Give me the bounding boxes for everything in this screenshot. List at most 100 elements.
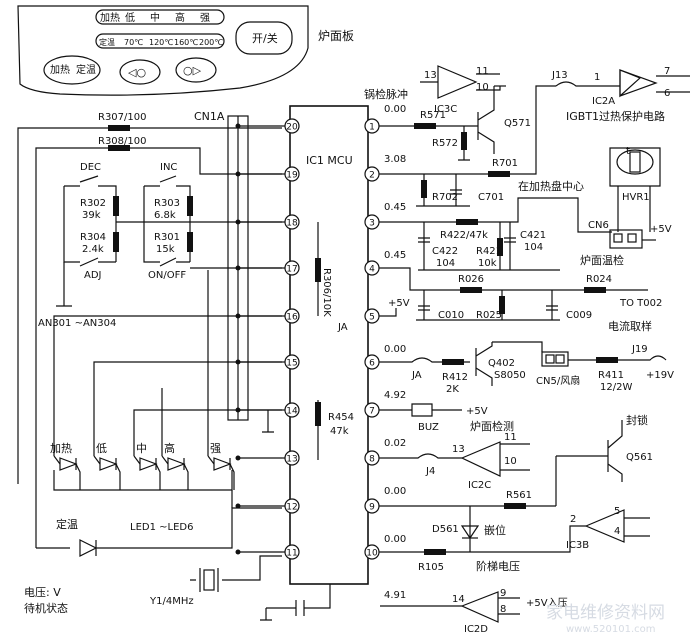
inc-label: INC	[160, 162, 177, 173]
panel-indicator-4: 强	[200, 12, 210, 24]
watermark-url: www.520101.com	[566, 624, 656, 635]
center-label: 在加热盘中心	[518, 179, 584, 193]
clamp-label: 嵌位	[484, 523, 506, 537]
r306-label: R306/10K	[321, 268, 332, 317]
crystal-label: Y1/4MHz	[149, 596, 194, 607]
mcu-pin-label-4: 4	[369, 265, 375, 275]
mcu-label: IC1 MCU	[306, 154, 353, 167]
pin10-voltage: 0.00	[384, 534, 406, 545]
pin11-voltage: 4.91	[384, 590, 406, 601]
r702-label: R702	[432, 192, 458, 203]
leds-label: LED1 ~LED6	[130, 522, 193, 533]
panel-temp-4: 200℃	[199, 38, 223, 47]
panel-right-arrow-button[interactable]	[175, 57, 217, 83]
r307-label: R307/100	[98, 112, 147, 123]
panel-indicator-0: 加热	[100, 11, 120, 24]
plus5-pin5: +5V	[388, 298, 410, 309]
panel-outline	[17, 5, 309, 96]
footer-state: 待机状态	[24, 601, 68, 615]
mcu-pin-19	[284, 166, 300, 182]
c009-label: C009	[566, 310, 592, 321]
panel-caption: 炉面板	[318, 29, 354, 43]
led-2	[99, 457, 118, 471]
mcu-body	[289, 105, 369, 585]
ic3c-pin13: 13	[424, 70, 437, 81]
panel-temp-1: 70℃	[124, 38, 143, 47]
onoff-label: ON/OFF	[148, 270, 186, 281]
step-label: 阶梯电压	[476, 559, 520, 573]
mcu-pin-5	[364, 308, 380, 324]
r026-label: R026	[458, 274, 484, 285]
ic2d-label: IC2D	[464, 624, 488, 635]
mcu-pin-label-16: 16	[286, 313, 298, 323]
pin9-voltage: 0.00	[384, 486, 406, 497]
ic3c-pin10: 10	[476, 82, 489, 93]
c421-label: C421	[520, 230, 546, 241]
j4-label: J4	[425, 466, 435, 477]
watermark-brand: 家电维修资料网	[546, 603, 665, 623]
led-5	[213, 457, 232, 471]
r304-label: R304	[80, 232, 106, 243]
pin3-voltage: 0.45	[384, 202, 406, 213]
power-button[interactable]	[235, 21, 293, 55]
ja2-label: JA	[411, 370, 422, 381]
pulse-label: 锅检脉冲	[364, 87, 408, 101]
ic2c-pin10: 10	[504, 456, 517, 467]
ic3b-pin4: 4	[614, 526, 620, 537]
mcu-pin-11	[284, 544, 300, 560]
ic2a-pin6: 6	[664, 88, 670, 99]
c422-label: C422	[432, 246, 458, 257]
mcu-pin-10	[364, 544, 380, 560]
mcu-pin-label-20: 20	[286, 123, 298, 133]
mcu-pin-label-9: 9	[369, 503, 375, 513]
mcu-pin-14	[284, 402, 300, 418]
r421-value: 10k	[478, 258, 497, 269]
r571-label: R571	[420, 110, 446, 121]
left-arrow-icon: ◁○	[128, 66, 146, 79]
ic2c-pin13: 13	[452, 444, 465, 455]
mcu-pin-2	[364, 166, 380, 182]
r301-label: R301	[154, 232, 180, 243]
c421-value: 104	[524, 242, 543, 253]
mcu-pin-18	[284, 214, 300, 230]
panel-temp-strip	[95, 33, 225, 49]
pin8-voltage: 0.02	[384, 438, 406, 449]
led-label-1: 低	[96, 442, 107, 455]
mcu-pin-label-17: 17	[286, 265, 297, 275]
led-label-4: 强	[210, 442, 221, 455]
mcu-pin-label-19: 19	[286, 171, 298, 181]
r572-label: R572	[432, 138, 458, 149]
connector-cn1a: CN1A	[194, 110, 249, 421]
ic2d-pin8: 8	[500, 604, 506, 615]
t002-label: TO T002	[619, 298, 662, 309]
ic2c-label: IC2C	[468, 480, 491, 491]
mcu-pin-16	[284, 308, 300, 324]
right-circuits: 0.00 锅检脉冲 R571 R572 Q571 IC3C 13 11 10 3…	[364, 65, 690, 635]
r302-label: R302	[80, 198, 106, 209]
ic3c-pin11: 11	[476, 66, 489, 77]
mcu-pin-17	[284, 260, 300, 276]
r412-value: 2K	[446, 384, 459, 395]
plus5-cn6: +5V	[650, 224, 672, 235]
plus5-ic2d: +5V入压	[526, 597, 568, 609]
r105-label: R105	[418, 562, 444, 573]
mcu-pin-label-1: 1	[369, 123, 375, 133]
ic2c-pin11: 11	[504, 432, 517, 443]
mcu-pin-label-7: 7	[369, 407, 375, 417]
r308-label: R308/100	[98, 136, 147, 147]
mcu-pin-label-14: 14	[286, 407, 298, 417]
r561-label: R561	[506, 490, 532, 501]
led-label-0: 加热	[50, 442, 72, 455]
mcu-pin-15	[284, 354, 300, 370]
connector-label: CN1A	[194, 110, 225, 123]
r421-label: R421	[476, 246, 502, 257]
panel-left-arrow-button[interactable]	[119, 59, 161, 85]
mcu-pin-7	[364, 402, 380, 418]
panel-temp-0: 定温	[99, 37, 115, 47]
led-1	[59, 457, 78, 471]
mcu-pin-label-12: 12	[286, 503, 297, 513]
panel-indicator-2: 中	[150, 11, 160, 24]
